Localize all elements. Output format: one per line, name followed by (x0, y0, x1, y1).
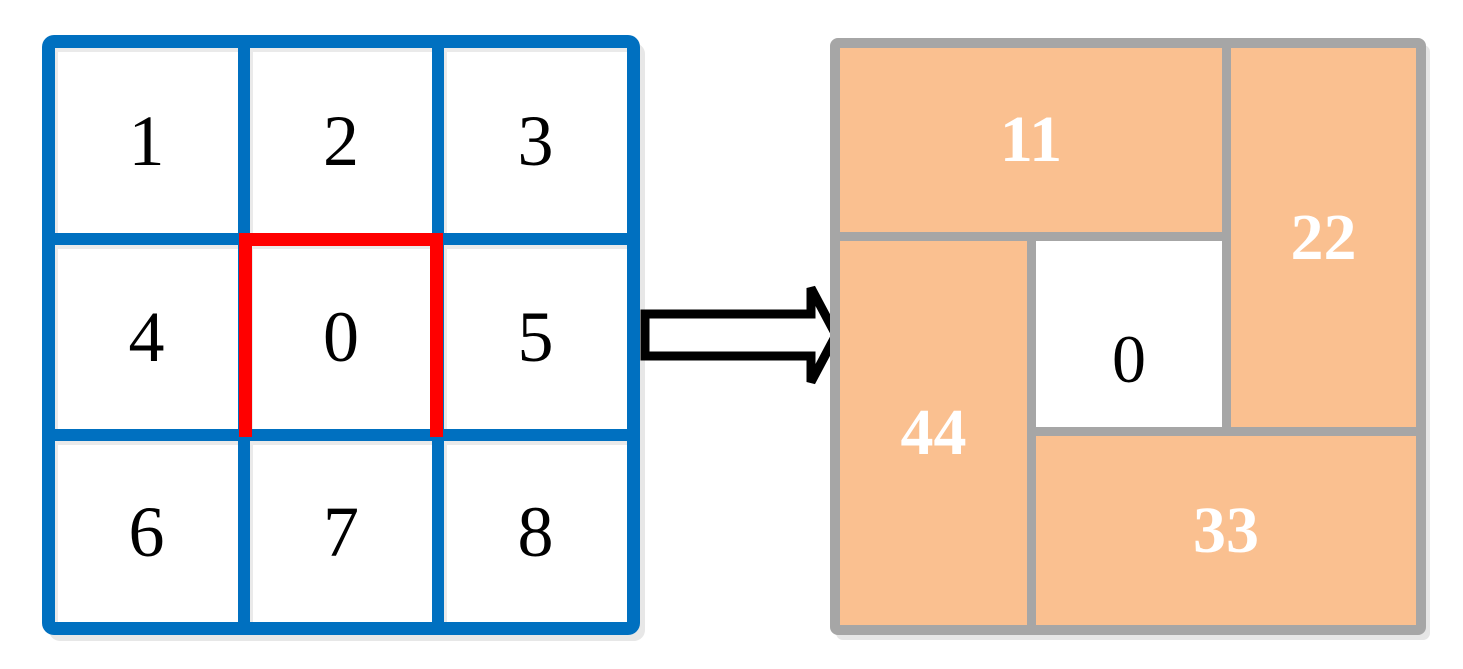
grid-cell-8: 8 (444, 441, 627, 622)
pinwheel-block-22: 22 (1231, 48, 1416, 427)
pinwheel-block-11: 11 (840, 48, 1222, 232)
grid-cell-5: 5 (444, 245, 627, 429)
pinwheel-center-cell: 0 (1036, 241, 1222, 427)
neighborhood-grid: 1 2 3 4 0 5 6 7 8 (42, 35, 640, 635)
pinwheel-block-44: 44 (840, 241, 1027, 625)
grid-cell-7: 7 (250, 441, 432, 622)
grid-cell-2: 2 (250, 48, 432, 233)
grid-cell-0-center: 0 (250, 245, 432, 429)
pinwheel-partition: 11 22 44 0 33 (830, 38, 1426, 635)
grid-cell-1: 1 (55, 48, 238, 233)
grid-cell-3: 3 (444, 48, 627, 233)
grid-cell-4: 4 (55, 245, 238, 429)
neighborhood-grid-cells: 1 2 3 4 0 5 6 7 8 (55, 48, 627, 622)
pinwheel-block-33: 33 (1036, 436, 1416, 625)
grid-cell-6: 6 (55, 441, 238, 622)
block-arrow-right-icon (638, 278, 843, 392)
